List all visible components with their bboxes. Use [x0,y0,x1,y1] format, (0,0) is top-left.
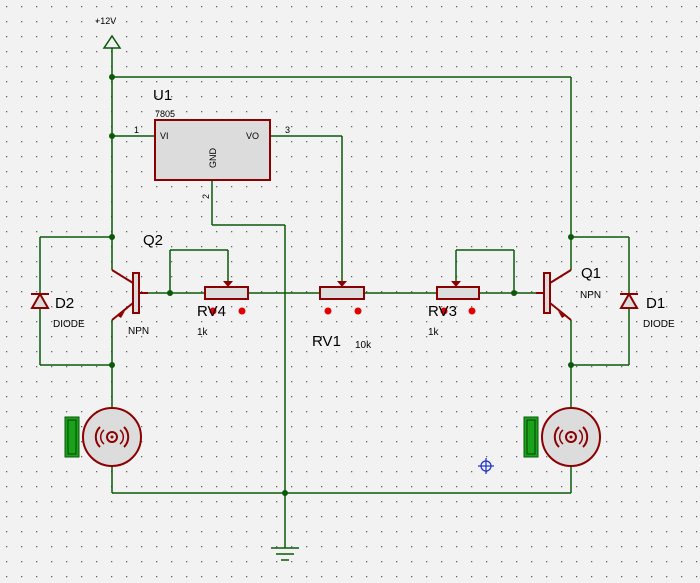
q1-emitter-arrow-icon [558,311,565,318]
rv1-body [319,286,365,300]
motor-right-icon [553,426,589,448]
transistor-q2[interactable]: Q2 NPN [111,232,163,337]
regulator-vo-label: VO [246,131,259,141]
diode-d1[interactable]: D1 DIODE [619,291,675,330]
potentiometer-rv1[interactable]: RV1 10k [312,281,372,351]
rv1-wiper-icon [337,281,347,287]
q1-type: NPN [580,290,601,301]
rv1-increase-button[interactable] [354,307,362,315]
origin-marker-icon [478,458,494,474]
q2-emitter-arrow-icon [118,311,125,318]
rv1-value: 10k [355,340,372,351]
rv4-increase-button[interactable] [238,307,246,315]
potentiometer-rv3[interactable]: RV3 1k [428,281,480,338]
regulator-ref: U1 [153,87,172,104]
rv3-increase-button[interactable] [468,307,476,315]
d2-type: DIODE [53,319,85,330]
regulator-pin2: 2 [201,194,211,199]
motor-left-icon [94,426,130,448]
rv4-wiper-icon [223,281,233,287]
rv3-value: 1k [428,327,440,338]
rv4-value: 1k [197,327,209,338]
motor-left-speed-tag [64,416,80,458]
d1-type: DIODE [643,319,675,330]
rv4-body [204,286,249,300]
rv3-wiper-icon [451,281,461,287]
motor-left[interactable] [64,407,142,467]
motor-right-speed-tag [523,416,539,458]
ground-symbol[interactable] [271,547,299,561]
junction-dots [109,74,574,496]
rv1-decrease-button[interactable] [324,307,332,315]
q2-base-bar [132,272,140,314]
regulator-gnd-label: GND [208,148,218,169]
q2-ref: Q2 [143,232,163,249]
regulator-pin3: 3 [285,125,290,135]
regulator-u1[interactable]: U1 7805 VI VO GND 1 3 2 [134,87,290,199]
motor-right[interactable] [523,407,601,467]
d1-ref: D1 [646,295,665,312]
transistor-q1[interactable]: Q1 NPN [536,265,601,321]
rv1-ref: RV1 [312,333,341,350]
q2-type: NPN [128,326,149,337]
rv4-ref: RV4 [197,303,226,320]
d2-ref: D2 [55,295,74,312]
regulator-pin1: 1 [134,125,139,135]
regulator-part: 7805 [155,109,175,119]
power-label: +12V [95,16,116,26]
rv3-body [436,286,480,300]
d2-triangle-icon [30,291,50,309]
potentiometer-rv4[interactable]: RV4 1k [197,281,249,338]
power-terminal[interactable]: +12V [95,16,122,49]
q1-base-bar [543,272,551,314]
regulator-vi-label: VI [160,131,169,141]
diode-d2[interactable]: D2 DIODE [30,291,85,330]
power-arrow-icon [102,34,122,49]
q1-ref: Q1 [581,265,601,282]
rv4-decrease-button[interactable] [209,307,217,315]
regulator-body [154,119,271,181]
rv3-ref: RV3 [428,303,457,320]
rv3-decrease-button[interactable] [440,307,448,315]
d1-triangle-icon [619,291,639,309]
